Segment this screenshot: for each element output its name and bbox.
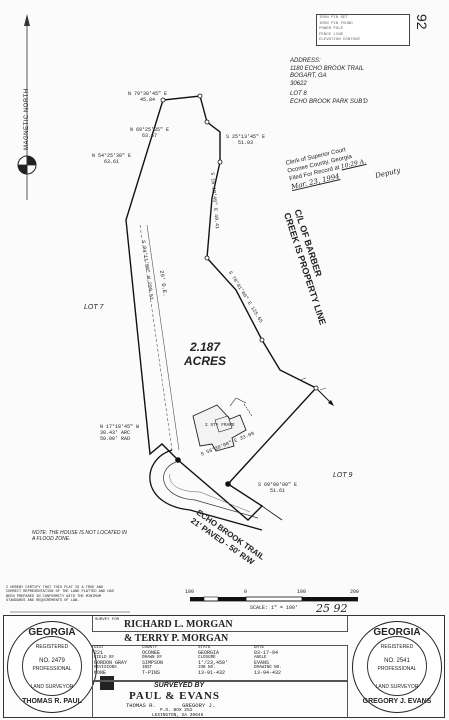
acreage-label: 2.187 ACRES: [184, 340, 227, 368]
address-block: ADDRESS: 1180 ECHO BROOK TRAIL BOGART, G…: [290, 58, 368, 106]
field-label: DRAWING NO.: [254, 666, 282, 670]
road-edge: [149, 449, 263, 531]
bearing-label: N 17°18'45" W 30.43' ARC 50.00' RAD: [100, 424, 140, 442]
address-title: ADDRESS:: [290, 58, 321, 64]
field-value: GEORGIA: [198, 650, 220, 656]
handwritten-book-page: 25 92: [316, 602, 348, 615]
lot-label-east: LOT 9: [333, 472, 353, 479]
field-label: COUNTY: [142, 646, 158, 650]
address-city: BOGART, GA: [290, 73, 327, 79]
house-label: 2 STY FRAME: [205, 423, 235, 428]
field-value: T-PINS: [142, 670, 161, 676]
scale-tick: 200: [350, 589, 360, 595]
field-value: 1'/23,450': [198, 660, 229, 666]
field-value: 221: [94, 650, 104, 656]
surveyor-seal-right: GEORGIA REGISTERED NO. 2541 PROFESSIONAL…: [352, 621, 442, 713]
seal-role: LAND SURVEYOR: [30, 684, 74, 690]
scale-tick: 100: [297, 589, 307, 595]
surveyed-by-label: SURVEYED BY: [154, 682, 205, 689]
field-label: DRAWN BY: [142, 656, 163, 660]
seal-name: GREGORY J. EVANS: [362, 698, 432, 705]
seal-number: NO. 2479: [39, 658, 65, 664]
seal-number: NO. 2541: [384, 658, 410, 664]
field-label: DATE: [254, 646, 265, 650]
owner-name-1: RICHARD L. MORGAN: [124, 619, 233, 630]
flood-note: NOTE: THE HOUSE IS NOT LOCATED IN A FLOO…: [32, 530, 127, 542]
field-value: NONE: [94, 670, 107, 676]
firm-partners: THOMAS R. GREGORY J.: [126, 702, 216, 709]
address-lot: LOT 8: [290, 91, 307, 97]
legend-box: IRON PIN SET IRON PIN FOUND POWER POLE F…: [316, 14, 410, 46]
field-value: EVANS: [254, 660, 270, 666]
field-label: REVISIONS: [94, 666, 117, 670]
house-footprint: [192, 404, 247, 452]
address-subdivision: ECHO BROOK PARK SUB'D: [290, 98, 368, 105]
surveyor-seal-left: GEORGIA REGISTERED NO. 2479 PROFESSIONAL…: [7, 621, 97, 713]
seal-profession: PROFESSIONAL: [377, 666, 417, 672]
seal-role: LAND SURVEYOR: [375, 684, 419, 690]
address-zip: 30622: [290, 80, 307, 87]
address-street: 1180 ECHO BROOK TRAIL: [290, 65, 364, 72]
seal-registered: REGISTERED: [380, 644, 414, 650]
scale-text: SCALE: 1" = 100': [250, 605, 299, 611]
north-arrow-icon: [17, 14, 37, 200]
field-label: CLOSURE: [198, 656, 216, 660]
field-label: FIELD BY: [94, 656, 115, 660]
scale-tick: 0: [244, 589, 248, 595]
field-value: 03-17-94: [254, 650, 279, 656]
field-label: INST: [142, 666, 153, 670]
seal-name: THOMAS R. PAUL: [22, 698, 82, 705]
signature-mark-icon: [100, 676, 114, 690]
field-value: 13-94-432: [254, 670, 282, 676]
legend-item: ELEVATION CONTOUR: [319, 38, 360, 42]
field-label: DIST: [94, 646, 105, 650]
firm-name: PAUL & EVANS: [129, 690, 221, 702]
owner-name-2: & TERRY P. MORGAN: [124, 633, 229, 644]
title-block: GEORGIA REGISTERED NO. 2479 PROFESSIONAL…: [3, 615, 445, 718]
legend-item: IRON PIN FOUND: [319, 21, 353, 26]
certification-text: I HEREBY CERTIFY THAT THIS PLAT IS A TRU…: [6, 586, 114, 604]
field-label: JOB NO.: [198, 666, 216, 670]
field-value: GORDON GRAY: [94, 660, 128, 666]
field-label: ANGLE: [254, 656, 267, 660]
survey-for-label: SURVEY FOR: [95, 618, 120, 622]
field-value: SIMPSON: [142, 660, 164, 666]
lot-label-west: LOT 7: [84, 304, 104, 311]
firm-address-1: P.O. BOX 252: [160, 708, 193, 713]
field-value: OCONEE: [142, 650, 161, 656]
field-label: STATE: [198, 646, 211, 650]
scale-tick: 100: [185, 589, 195, 595]
legend-item: FENCE LINE: [319, 32, 344, 37]
seal-state: GEORGIA: [28, 627, 76, 638]
legend-item: POWER POLE: [319, 27, 344, 31]
field-value: 13-91-432: [198, 670, 226, 676]
seal-state: GEORGIA: [373, 627, 421, 638]
plat-drawing: [10, 14, 358, 613]
seal-registered: REGISTERED: [35, 644, 69, 650]
property-boundary: [125, 95, 318, 521]
scale-bar: [190, 596, 358, 602]
seal-profession: PROFESSIONAL: [32, 666, 72, 672]
legend-item: IRON PIN SET: [319, 16, 348, 20]
firm-address-2: LEXINGTON, GA 30648: [152, 713, 204, 718]
